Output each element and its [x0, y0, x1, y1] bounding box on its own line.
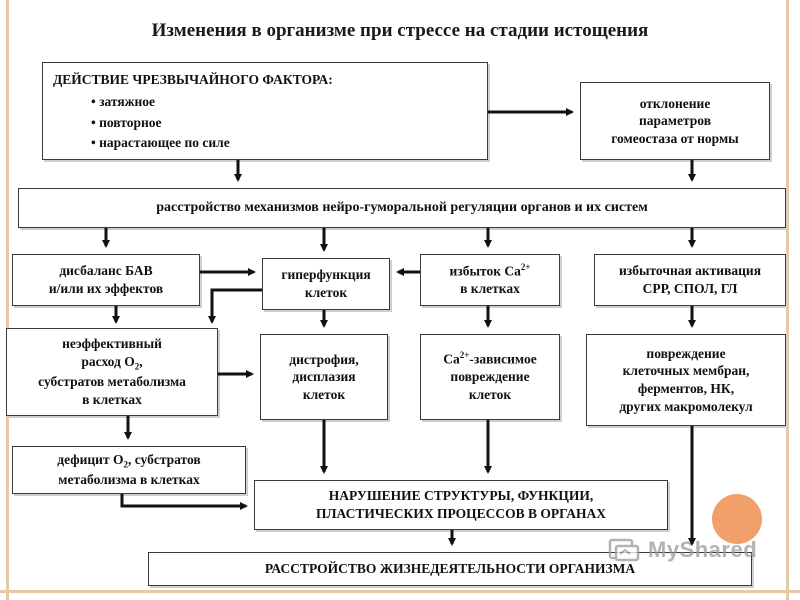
structure-box: НАРУШЕНИЕ СТРУКТУРЫ, ФУНКЦИИ, ПЛАСТИЧЕСК… — [254, 480, 668, 530]
dystrophy-box: дистрофия, дисплазия клеток — [260, 334, 388, 420]
ineffective-line-2: расход O2, — [81, 353, 142, 373]
ineffective-line-4: в клетках — [82, 391, 142, 407]
hyperfunction-line-2: клеток — [304, 285, 348, 300]
calcium-excess-text: избыток Ca — [449, 263, 521, 279]
membrane-line-1: повреждение — [646, 345, 726, 361]
ineffective-o2-tail: , — [139, 354, 143, 370]
ineffective-box: неэффективный расход O2, субстратов мета… — [6, 328, 218, 416]
deficit-box: дефицит O2, субстратов метаболизма в кле… — [12, 446, 246, 494]
calcium-excess-line-2: в клетках — [460, 281, 520, 297]
myshared-watermark: MyShared — [608, 536, 757, 564]
membrane-line-4: других макромолекул — [619, 398, 753, 414]
calcium-excess-sup: 2+ — [520, 262, 531, 273]
ineffective-line-1: неэффективный — [62, 336, 162, 352]
membrane-box: повреждение клеточных мембран, ферментов… — [586, 334, 786, 426]
factor-item-increasing: нарастающее по силе — [53, 134, 230, 152]
deviation-box: отклонение параметров гомеостаза от норм… — [580, 82, 770, 160]
factor-item-repeated: повторное — [53, 114, 161, 132]
dystrophy-line-3: клеток — [302, 386, 346, 402]
bav-line-1: дисбаланс БАВ — [59, 263, 153, 279]
regulation-box: расстройство механизмов нейро-гуморально… — [18, 188, 786, 228]
structure-line-2: ПЛАСТИЧЕСКИХ ПРОЦЕССОВ В ОРГАНАХ — [315, 506, 606, 521]
deficit-line-1: дефицит O2, субстратов — [57, 451, 200, 471]
life-text: РАССТРОЙСТВО ЖИЗНЕДЕЯТЕЛЬНОСТИ ОРГАНИЗМА — [264, 561, 636, 577]
ca-damage-sup: 2+ — [459, 350, 470, 361]
frame-line-bottom — [0, 590, 800, 593]
deficit-o2-sub: 2 — [123, 459, 128, 470]
bav-line-2: и/или их эффектов — [48, 281, 164, 296]
ineffective-o2-sub: 2 — [134, 361, 140, 372]
ca-damage-text: Ca — [443, 351, 460, 367]
deviation-line-3: гомеостаза от нормы — [611, 130, 739, 146]
arrow-hyperfunction-to-ineffective — [208, 288, 262, 324]
factor-item-prolonged: затяжное — [53, 93, 155, 111]
calcium-excess-line-1: избыток Ca2+ — [450, 262, 531, 280]
bav-box: дисбаланс БАВ и/или их эффектов — [12, 254, 200, 306]
myshared-logo-icon — [608, 538, 640, 562]
ca-damage-box: Ca2+-зависимое повреждение клеток — [420, 334, 560, 420]
diagram-title: Изменения в организме при стрессе на ста… — [151, 20, 649, 41]
dystrophy-line-1: дистрофия, — [289, 351, 359, 367]
calcium-excess-box: избыток Ca2+ в клетках — [420, 254, 560, 306]
ca-damage-line-3: клеток — [468, 387, 512, 403]
hyperfunction-box: гиперфункция клеток — [262, 258, 390, 310]
deficit-o2-tail: , субстратов — [127, 452, 201, 468]
deficit-line-2: метаболизма в клетках — [58, 472, 200, 488]
structure-line-1: НАРУШЕНИЕ СТРУКТУРЫ, ФУНКЦИИ, — [328, 488, 594, 504]
myshared-text: MyShared — [648, 537, 758, 562]
membrane-line-3: ферментов, НК, — [637, 381, 735, 396]
regulation-text: расстройство механизмов нейро-гуморально… — [156, 199, 648, 215]
membrane-line-2: клеточных мембран, — [622, 363, 750, 379]
deficit-o2-text: дефицит O — [57, 452, 124, 468]
frame-line-right — [786, 0, 789, 600]
frame-line-left — [6, 0, 9, 600]
ineffective-line-3: субстратов метаболизма — [38, 374, 186, 390]
dystrophy-line-2: дисплазия — [292, 369, 356, 385]
srr-line-1: избыточная активация — [618, 263, 761, 279]
factor-box: ДЕЙСТВИЕ ЧРЕЗВЫЧАЙНОГО ФАКТОРА: затяжное… — [42, 62, 488, 160]
ineffective-o2-text: расход O — [81, 354, 135, 370]
ca-damage-line-2: повреждение — [450, 369, 530, 385]
srr-line-2: СРР, СПОЛ, ГЛ — [642, 281, 738, 296]
arrow-deficit-to-structure — [120, 494, 248, 510]
ca-damage-tail: -зависимое — [469, 351, 537, 367]
life-box: РАССТРОЙСТВО ЖИЗНЕДЕЯТЕЛЬНОСТИ ОРГАНИЗМА — [148, 552, 752, 586]
deviation-line-2: параметров — [639, 113, 711, 129]
deviation-line-1: отклонение — [639, 95, 711, 111]
hyperfunction-line-1: гиперфункция — [281, 267, 371, 283]
ca-damage-line-1: Ca2+-зависимое — [443, 350, 536, 368]
srr-box: избыточная активация СРР, СПОЛ, ГЛ — [594, 254, 786, 306]
factor-heading: ДЕЙСТВИЕ ЧРЕЗВЫЧАЙНОГО ФАКТОРА: — [53, 72, 333, 87]
accent-circle — [712, 494, 762, 544]
